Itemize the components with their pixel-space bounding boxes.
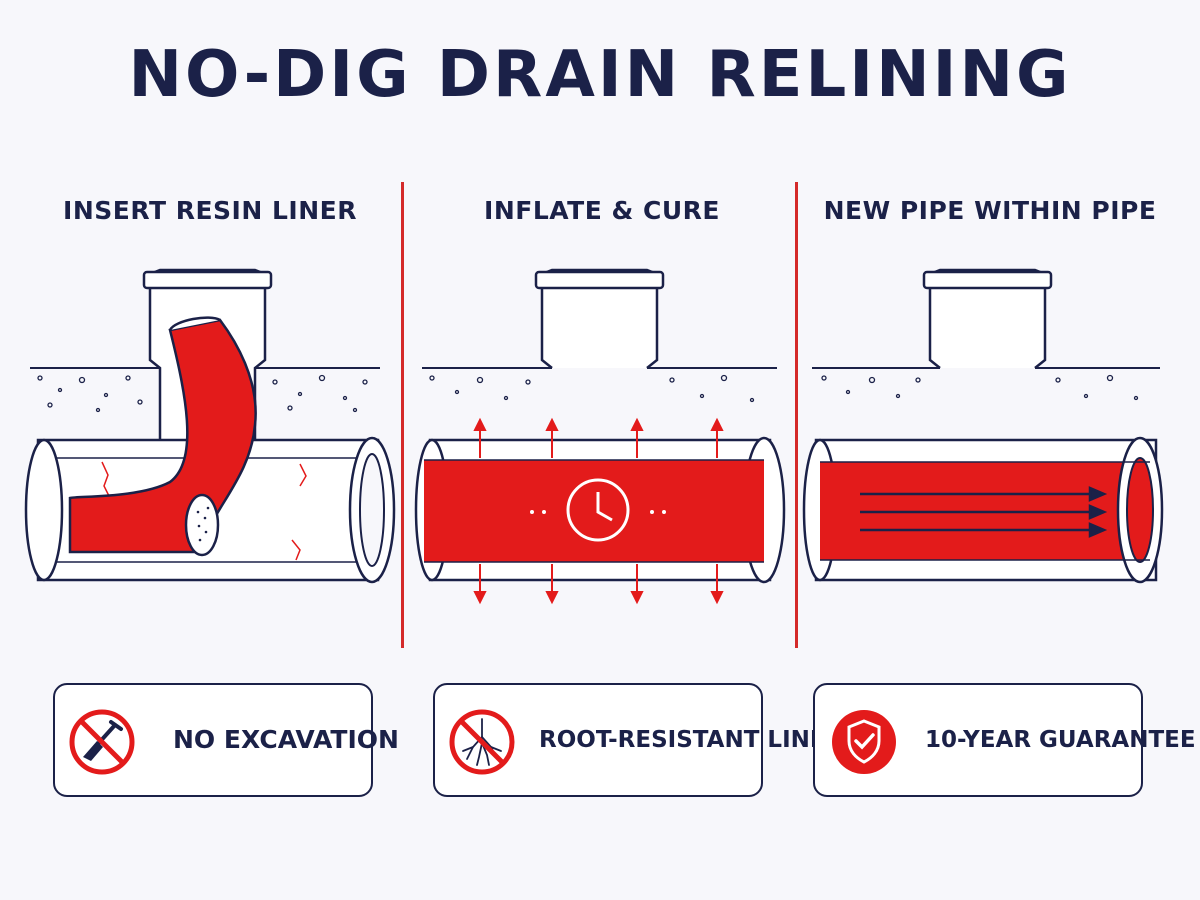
new-pipe-illustration [802, 268, 1164, 584]
divider-left [401, 182, 404, 648]
step-panel-insert: INSERT RESIN LINER [10, 180, 410, 660]
benefit-guarantee: 10-YEAR GUARANTEE [813, 683, 1196, 797]
benefit-label-no-excavation: NO EXCAVATION [173, 725, 399, 754]
step-title-inflate: INFLATE & CURE [484, 196, 720, 225]
step-title-insert: INSERT RESIN LINER [63, 196, 357, 225]
no-shovel-icon [69, 709, 135, 775]
no-roots-icon [449, 709, 515, 775]
benefit-root-resistant: ROOT-RESISTANT LINER [433, 683, 843, 797]
benefit-label-guarantee: 10-YEAR GUARANTEE [925, 727, 1196, 753]
page-title: NO-DIG DRAIN RELINING [128, 38, 1072, 112]
divider-right [795, 182, 798, 648]
step-title-new-pipe: NEW PIPE WITHIN PIPE [823, 196, 1157, 225]
step-panel-new-pipe: NEW PIPE WITHIN PIPE [790, 180, 1190, 660]
insert-liner-illustration [24, 268, 396, 584]
benefit-label-root-resistant: ROOT-RESISTANT LINER [539, 727, 844, 753]
benefit-no-excavation: NO EXCAVATION [53, 683, 399, 797]
inflate-cure-illustration [414, 268, 786, 605]
shield-check-icon [832, 710, 896, 774]
step-panel-inflate: INFLATE & CURE [402, 180, 802, 660]
